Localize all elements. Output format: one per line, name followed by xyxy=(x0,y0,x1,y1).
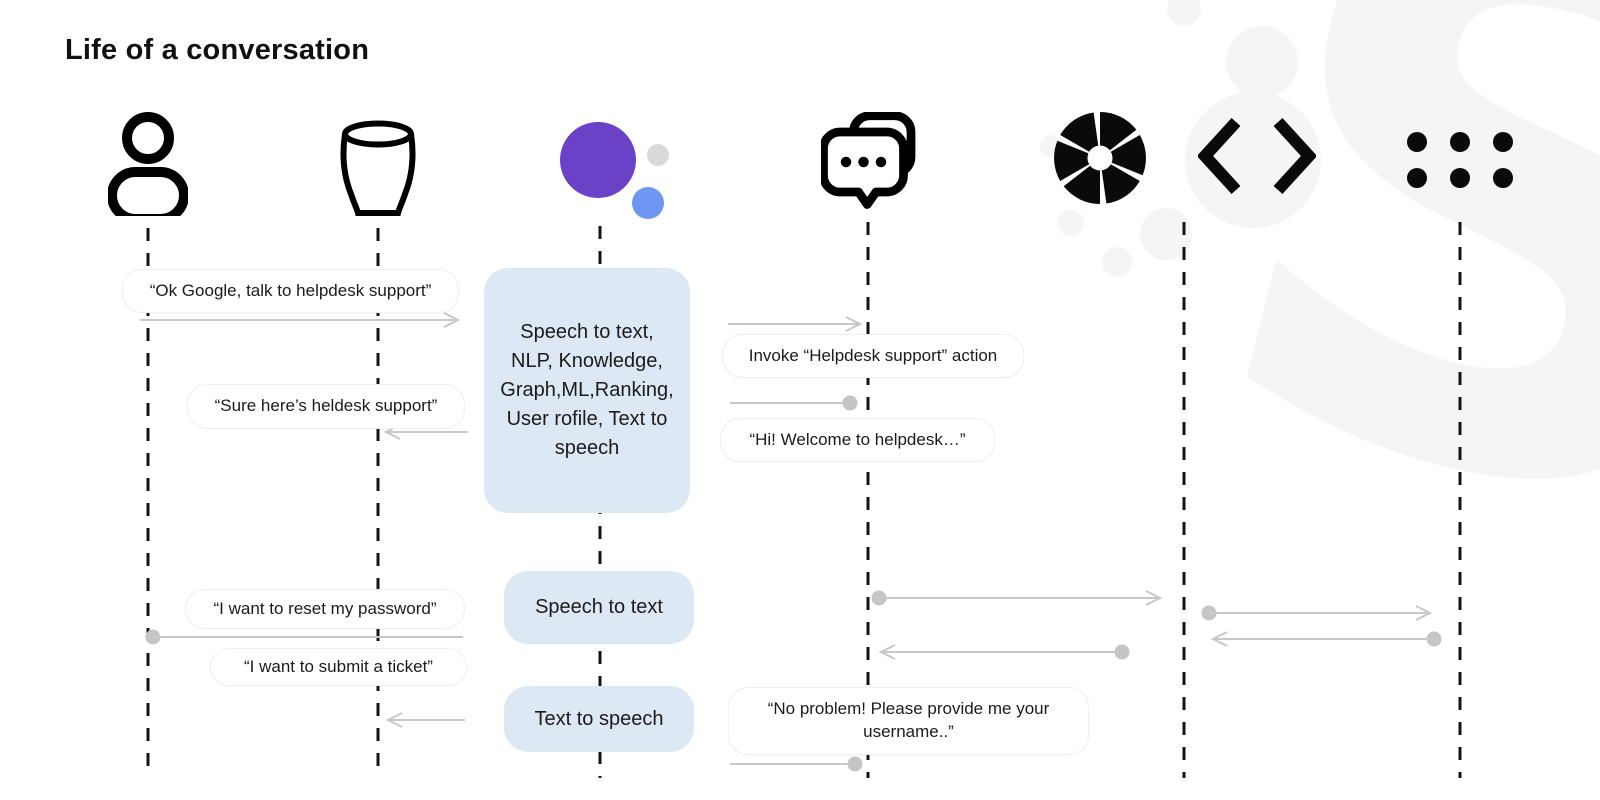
process-box-pipeline: Speech to text, NLP, Knowledge, Graph,ML… xyxy=(484,268,690,513)
message-bubble-sure-heldesk: “Sure here’s heldesk support” xyxy=(187,384,465,429)
process-box-speech-to-text: Speech to text xyxy=(504,571,694,644)
arrow-webhook-to-agent xyxy=(878,644,1130,660)
assistant-gray-circle xyxy=(647,144,669,166)
message-bubble-hi-welcome: “Hi! Welcome to helpdesk…” xyxy=(720,418,995,462)
line-hi-welcome xyxy=(730,395,858,411)
line-user-intent xyxy=(145,629,463,645)
message-bubble-submit-ticket: “I want to submit a ticket” xyxy=(210,648,467,686)
message-bubble-no-problem: “No problem! Please provide me your user… xyxy=(728,687,1089,755)
arrow-integrations-to-webhook xyxy=(1210,631,1442,647)
arrow-ok-google xyxy=(140,312,461,328)
message-arrows xyxy=(140,312,1442,772)
message-bubble-ok-google: “Ok Google, talk to helpdesk support” xyxy=(122,269,459,313)
chat-bubbles-icon xyxy=(821,112,916,209)
assistant-blue-circle xyxy=(632,187,664,219)
code-brackets-icon xyxy=(1198,117,1316,195)
watermark-dot xyxy=(1226,26,1298,98)
arrow-text-to-speech xyxy=(385,712,465,728)
aperture-icon xyxy=(1054,111,1146,205)
arrow-agent-to-webhook xyxy=(871,590,1163,606)
person-icon xyxy=(108,112,188,216)
watermark-dot xyxy=(1102,247,1132,277)
google-home-speaker-icon xyxy=(340,120,416,216)
watermark-dot xyxy=(1058,210,1084,236)
message-bubble-reset-password: “I want to reset my password” xyxy=(185,589,465,629)
watermark-dot xyxy=(1167,0,1201,26)
line-no-problem xyxy=(730,756,863,772)
assistant-purple-circle xyxy=(560,122,636,198)
dots-grid-icon xyxy=(1407,132,1513,188)
page-title: Life of a conversation xyxy=(65,34,370,66)
process-box-text-to-speech: Text to speech xyxy=(504,686,694,752)
message-bubble-invoke-action: Invoke “Helpdesk support” action xyxy=(722,334,1024,378)
arrow-webhook-to-integrations xyxy=(1201,605,1433,621)
arrow-invoke-action xyxy=(728,316,863,332)
